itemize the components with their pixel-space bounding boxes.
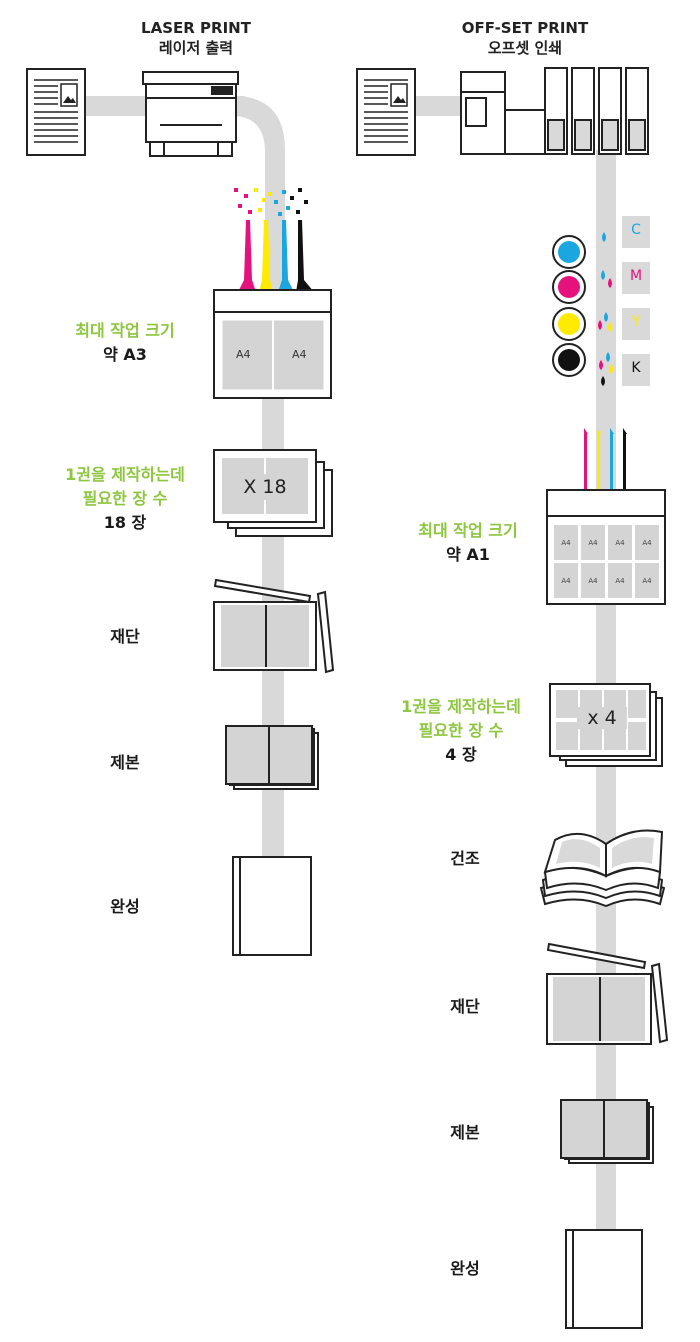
offset-step-cut: 재단 <box>450 997 480 1016</box>
offset-max-size-label: 최대 작업 크기 <box>418 521 518 540</box>
drying-icon <box>539 829 666 908</box>
laser-step-cut: 재단 <box>110 627 140 646</box>
ink-k-label: K <box>631 360 641 376</box>
laser-title-en: LASER PRINT <box>141 19 251 37</box>
laser-step-done: 완성 <box>110 897 140 916</box>
offset-track <box>415 96 616 1230</box>
offset-a4-cell: A4 <box>642 539 652 547</box>
offset-cut-icon <box>546 942 669 1045</box>
laser-sheets-value: 18 장 <box>103 513 147 532</box>
offset-bind-icon <box>560 1099 654 1164</box>
ink-tile-m <box>622 262 650 294</box>
offset-sheets-label-1: 1권을 제작하는데 <box>401 697 521 716</box>
offset-step-done: 완성 <box>450 1259 480 1278</box>
laser-press <box>213 289 332 399</box>
offset-a4-cell: A4 <box>588 577 598 585</box>
offset-ink-rollers <box>552 235 586 377</box>
ink-droplets <box>598 232 613 386</box>
offset-title-en: OFF-SET PRINT <box>461 19 589 37</box>
ink-tile-k <box>622 354 650 386</box>
offset-a4-cell: A4 <box>615 539 625 547</box>
laser-bind-icon <box>225 725 319 790</box>
cmyk-tiles <box>622 216 650 386</box>
offset-a4-cell: A4 <box>561 539 571 547</box>
offset-a4-cell: A4 <box>561 577 571 585</box>
offset-sheets-value: 4 장 <box>445 745 477 764</box>
laser-printer-icon <box>142 71 239 157</box>
offset-press-machine <box>460 67 649 155</box>
offset-sheets-label-2: 필요한 장 수 <box>418 721 504 740</box>
laser-step-bind: 제본 <box>110 753 140 772</box>
ink-y-label: Y <box>631 314 641 330</box>
laser-title-ko: 레이저 출력 <box>158 39 234 57</box>
toner-particles <box>234 188 308 216</box>
offset-step-bind: 제본 <box>450 1123 480 1142</box>
laser-sheets-label-1: 1권을 제작하는데 <box>65 465 185 484</box>
offset-ink-streams <box>584 428 627 490</box>
laser-source-document <box>26 68 86 156</box>
laser-sheets-label-2: 필요한 장 수 <box>82 489 168 508</box>
laser-ink-streams <box>238 220 314 292</box>
laser-sheet-a: A4 <box>236 348 251 361</box>
laser-sheet-stack <box>213 449 333 537</box>
offset-step-dry: 건조 <box>450 849 480 868</box>
offset-book-icon <box>565 1229 643 1329</box>
laser-sheet-b: A4 <box>292 348 307 361</box>
ink-tile-y <box>622 308 650 340</box>
offset-max-size-value: 약 A1 <box>446 545 490 564</box>
offset-press <box>546 489 666 605</box>
ink-m-label: M <box>629 268 643 284</box>
ink-c-label: C <box>631 222 641 238</box>
offset-a4-cell: A4 <box>615 577 625 585</box>
laser-cut-icon <box>213 578 335 674</box>
offset-source-document <box>356 68 416 156</box>
offset-title-ko: 오프셋 인쇄 <box>487 39 563 57</box>
ink-tile-c <box>622 216 650 248</box>
offset-multiplier: x 4 <box>577 707 627 729</box>
laser-max-size-value: 약 A3 <box>103 345 147 364</box>
offset-a4-cell: A4 <box>588 539 598 547</box>
offset-a4-cell: A4 <box>642 577 652 585</box>
laser-max-size-label: 최대 작업 크기 <box>75 321 175 340</box>
laser-multiplier: X 18 <box>243 476 287 498</box>
laser-book-icon <box>232 856 312 956</box>
